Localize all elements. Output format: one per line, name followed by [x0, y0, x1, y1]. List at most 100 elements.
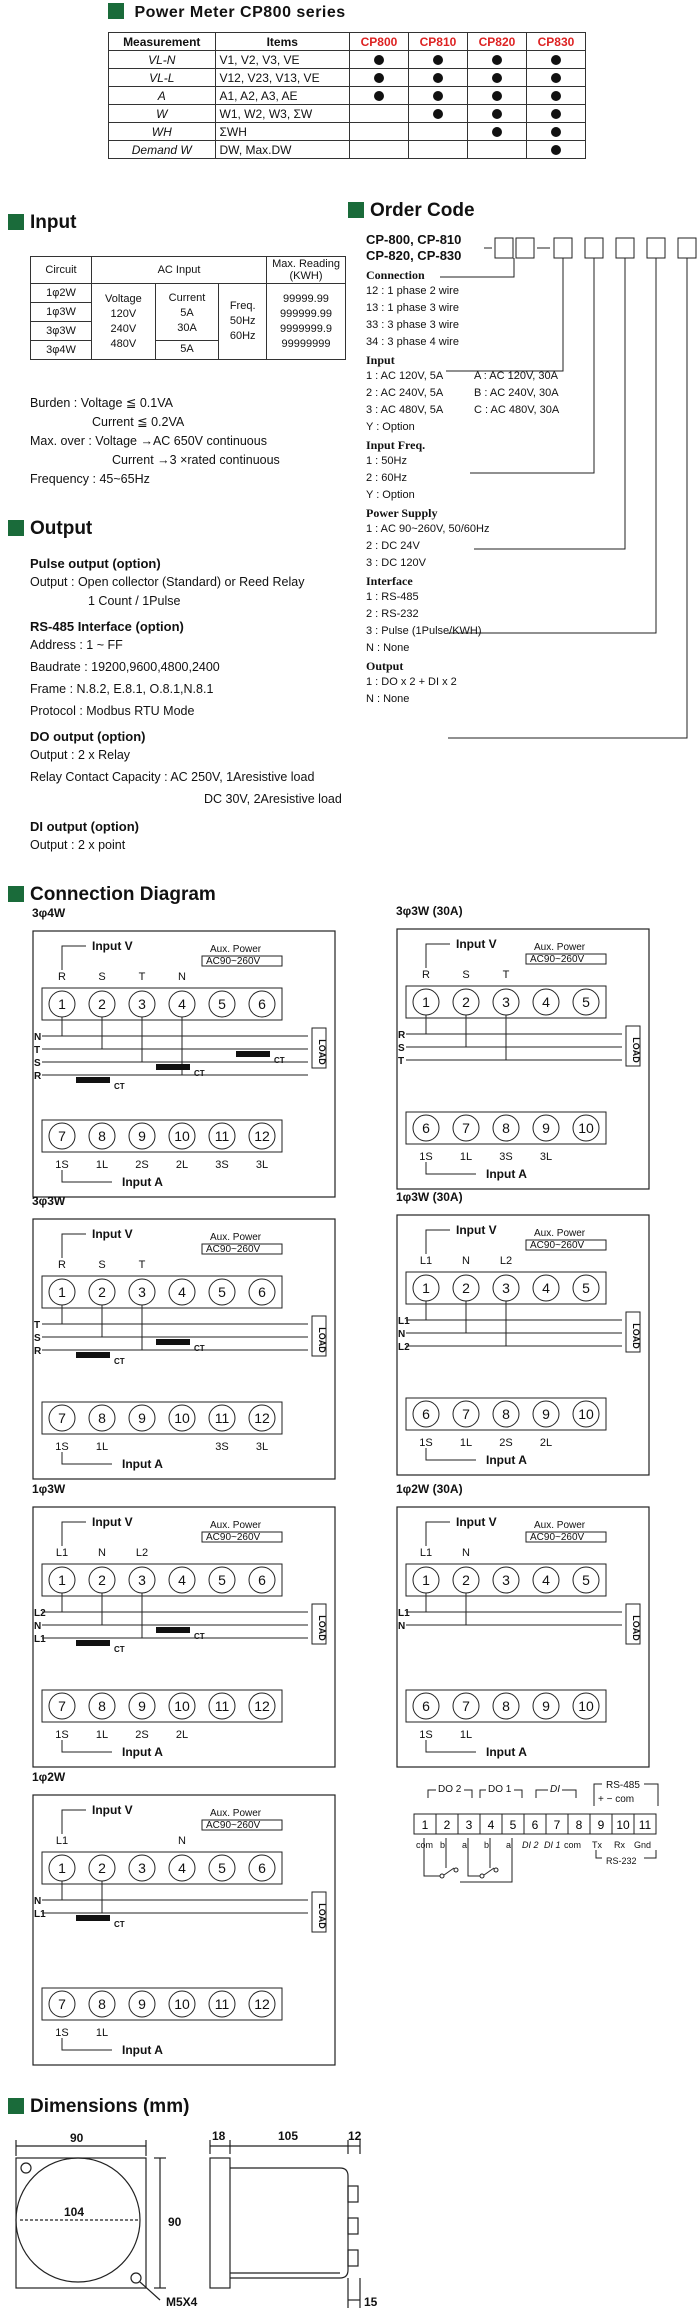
- ct-label: CT: [114, 1082, 125, 1091]
- input-a-bracket: [61, 1170, 112, 1183]
- pm-model-cell: [408, 86, 468, 105]
- ct-terminal-label: 1L: [96, 1441, 108, 1453]
- order-section-header: Order Code: [348, 200, 475, 222]
- terminal-circle: [452, 1400, 480, 1428]
- terminal-number: 8: [98, 1996, 106, 2012]
- current-bottom: 5A: [155, 339, 219, 357]
- diagram-frame: [396, 928, 650, 1190]
- line-label: R: [34, 1346, 42, 1357]
- terminal-number: 1: [58, 1860, 66, 1876]
- ct-terminal-label: 1S: [55, 1441, 68, 1453]
- pm-measurement: Demand W: [108, 140, 216, 159]
- ct-terminal-label: 2S: [499, 1437, 512, 1449]
- terminal-circle: [208, 1990, 236, 2018]
- diagram-title: 3φ4W: [32, 906, 66, 920]
- input-a-label: Input A: [486, 1453, 527, 1467]
- terminal-circle: [572, 1566, 600, 1594]
- aux-power-box: [201, 955, 283, 967]
- ct-terminal-label: 3S: [215, 1441, 228, 1453]
- load-box: [311, 1603, 327, 1645]
- ct-terminal-label: 1L: [96, 2027, 108, 2039]
- input-v-label: Input V: [92, 1515, 133, 1529]
- terminal-number: 1: [58, 1572, 66, 1588]
- ct-terminal-label: 1S: [55, 2027, 68, 2039]
- terminal-strip-top: [41, 1851, 283, 1885]
- ct-coil: [236, 1051, 270, 1057]
- pin-b1: b: [440, 1840, 445, 1850]
- aux-power-box: [525, 953, 607, 965]
- terminal-number: 9: [138, 1996, 146, 2012]
- supported-dot-icon: [492, 55, 502, 66]
- diagram-title: 1φ2W (30A): [396, 1482, 463, 1496]
- section-square-icon: [8, 886, 24, 902]
- load-label: LOAD: [631, 1615, 641, 1641]
- order-option: 33 : 3 phase 3 wire: [366, 319, 459, 331]
- order-option: 34 : 3 phase 4 wire: [366, 336, 459, 348]
- pin-b2: b: [484, 1840, 489, 1850]
- order-option: 1 : 50Hz: [366, 455, 407, 467]
- terminal-number: 6: [258, 996, 266, 1012]
- ct-label: CT: [114, 1645, 125, 1654]
- load-label: LOAD: [317, 1903, 327, 1929]
- rs485-line-2: Baudrate : 19200,9600,4800,2400: [30, 660, 220, 674]
- dim-depth: 105: [278, 2129, 298, 2143]
- reading-cell: 99999.99 999999.99 9999999.9 99999999: [266, 283, 346, 360]
- terminal-number: 2: [98, 1284, 106, 1300]
- phase-label: T: [139, 1259, 146, 1271]
- terminal-circle: [572, 988, 600, 1016]
- circuit-item: 3φ3W: [31, 322, 91, 341]
- terminal-circle: [208, 1566, 236, 1594]
- terminal-number: 10: [578, 1406, 594, 1422]
- pm-model-cell: [467, 86, 527, 105]
- pm-model-cell: [349, 68, 409, 87]
- phase-label: L1: [56, 1835, 68, 1847]
- supported-dot-icon: [433, 91, 443, 102]
- line-label: L1: [34, 1634, 46, 1645]
- input-a-label: Input A: [122, 1175, 163, 1189]
- terminal-number: 6: [422, 1406, 430, 1422]
- input-v-label: Input V: [456, 937, 497, 951]
- terminal-number: 3: [502, 994, 510, 1010]
- terminal-pin-number: 11: [639, 1818, 652, 1832]
- pin-tx: Tx: [592, 1840, 602, 1850]
- terminal-number: 4: [542, 1280, 550, 1296]
- terminal-circle: [48, 1990, 76, 2018]
- terminal-number: 10: [578, 1698, 594, 1714]
- terminal-circle: [88, 1692, 116, 1720]
- line-label: R: [398, 1030, 406, 1041]
- section-square-icon: [8, 2098, 24, 2114]
- phase-label: T: [139, 971, 146, 983]
- terminal-number: 9: [542, 1406, 550, 1422]
- connection-section-header: Connection Diagram: [8, 884, 216, 906]
- rs485-line-1: Address : 1 ~ FF: [30, 638, 123, 652]
- pm-header-4: CP820: [467, 32, 527, 51]
- side-view-body: [230, 2167, 349, 2279]
- terminal-circle: [168, 1990, 196, 2018]
- current-cell: Current 5A 30A 5A: [154, 283, 220, 360]
- load-label: LOAD: [631, 1037, 641, 1063]
- terminal-circle: [168, 1122, 196, 1150]
- dim-inner: 104: [64, 2205, 84, 2219]
- terminal-number: 2: [98, 1860, 106, 1876]
- pm-model-cell: [467, 140, 527, 159]
- terminal-circle: [452, 1692, 480, 1720]
- input-v-bracket: [425, 1229, 450, 1254]
- terminal-number: 5: [582, 994, 590, 1010]
- terminal-circle: [492, 1692, 520, 1720]
- pm-model-cell: [467, 104, 527, 123]
- order-option: 1 : RS-485: [366, 591, 419, 603]
- order-option: 1 : AC 120V, 5A: [366, 370, 444, 382]
- terminal-number: 2: [462, 1572, 470, 1588]
- pm-model-cell: [526, 104, 586, 123]
- terminal-number: 8: [98, 1410, 106, 1426]
- terminal-circle: [168, 1692, 196, 1720]
- dimensions-section-header: Dimensions (mm): [8, 2096, 189, 2118]
- load-label: LOAD: [317, 1615, 327, 1641]
- terminal-circle: [532, 1566, 560, 1594]
- dim-width: 90: [70, 2131, 84, 2145]
